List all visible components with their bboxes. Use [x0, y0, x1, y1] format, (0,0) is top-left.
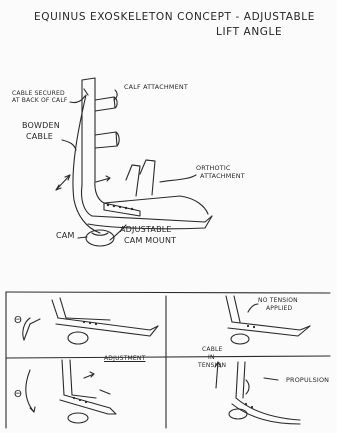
panel-propulsion	[215, 362, 300, 424]
label-no-tension-line-1: No Tension	[258, 298, 298, 304]
label-cam: Cam	[56, 232, 75, 240]
calf-strap-upper	[95, 97, 115, 111]
bowden-cable	[73, 95, 100, 233]
label-orthotic-line-1: Orthotic	[196, 165, 231, 172]
panel-divider-top	[6, 292, 330, 293]
label-cable-in-tension-line-2: in	[208, 355, 215, 361]
label-adjustable-mount-line-1: Adjustable	[120, 226, 172, 234]
label-calf-attachment: Calf Attachment	[124, 84, 188, 91]
label-propulsion: Propulsion	[286, 377, 329, 384]
heel-frame	[81, 185, 92, 216]
label-bowden-line-1: Bowden	[22, 122, 60, 130]
label-theta-top: θ	[14, 316, 22, 327]
label-cable-in-tension-line-1: Cable	[202, 347, 223, 353]
foot-plate	[92, 216, 212, 222]
panel-neutral	[23, 298, 158, 344]
panel-divider-horizontal	[6, 356, 330, 358]
label-cable-secured-line-2: at back of calf	[12, 98, 68, 104]
label-orthotic-line-2: Attachment	[200, 173, 245, 180]
label-cable-in-tension-line-3: Tension	[198, 363, 226, 369]
cam	[86, 230, 114, 246]
label-adjustable-mount-line-2: Cam Mount	[124, 237, 176, 245]
label-theta-bottom: θ	[14, 390, 22, 401]
label-bowden-line-2: Cable	[26, 133, 53, 141]
main-exoskeleton	[56, 78, 212, 246]
orthotic-strap-1	[126, 165, 140, 196]
label-no-tension-line-2: Applied	[266, 306, 292, 312]
panel-adjustment	[26, 360, 116, 423]
orthotic-strap-2	[140, 160, 155, 195]
label-adjustment: Adjustment	[104, 356, 145, 362]
calf-strap-lower	[95, 132, 117, 148]
